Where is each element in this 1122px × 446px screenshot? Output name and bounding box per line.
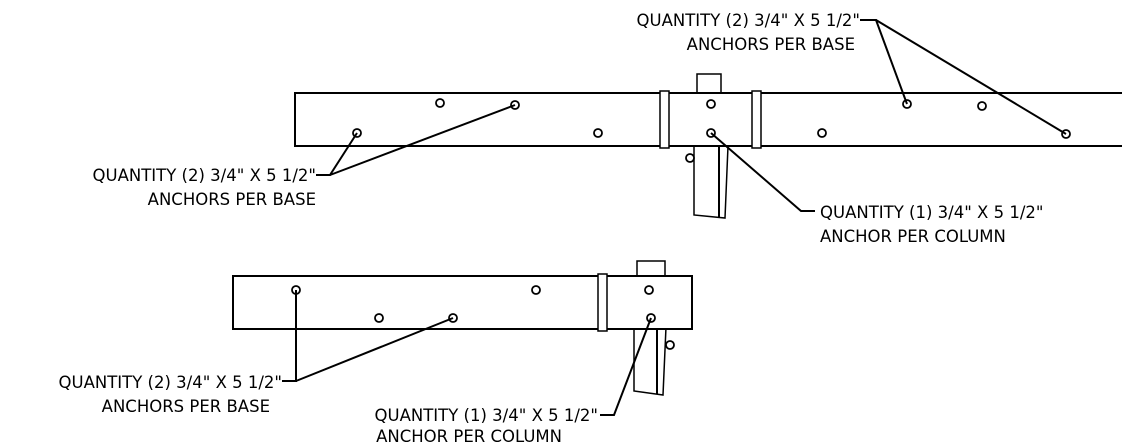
leader-lower-left-b (295, 317, 454, 382)
lower-base-beam (232, 275, 693, 330)
leader-lower-column (600, 317, 652, 416)
upper-column-top-tab (696, 73, 722, 95)
callout-lower-column-line1: QUANTITY (1) 3/4" X 5 1/2" (375, 406, 598, 425)
upper-assembly (294, 19, 1122, 219)
upper-holes (352, 98, 1071, 163)
callout-top-right-line2: ANCHORS PER BASE (687, 35, 855, 54)
callout-upper-left-line1: QUANTITY (2) 3/4" X 5 1/2" (93, 166, 316, 185)
callout-lower-left-line1: QUANTITY (2) 3/4" X 5 1/2" (59, 373, 282, 392)
callout-upper-left-line2: ANCHORS PER BASE (148, 190, 316, 209)
anchor-hole (531, 285, 541, 295)
leader-upper-column (710, 132, 815, 212)
upper-column-leg (693, 145, 729, 219)
leader-left-b (329, 104, 516, 176)
anchor-hole (817, 128, 827, 138)
leader-top-right-b (875, 19, 1067, 135)
callout-lower-column-line2: ANCHOR PER COLUMN (376, 427, 562, 446)
anchor-hole (435, 98, 445, 108)
lower-assembly (232, 260, 693, 416)
anchor-hole (685, 153, 695, 163)
callout-top-right-line1: QUANTITY (2) 3/4" X 5 1/2" (637, 11, 860, 30)
anchor-hole (665, 340, 675, 350)
lower-splice-plate (597, 273, 608, 332)
anchor-hole (644, 285, 654, 295)
callout-lower-left-line2: ANCHORS PER BASE (102, 397, 270, 416)
callout-upper-column-line2: ANCHOR PER COLUMN (820, 227, 1006, 246)
anchor-hole (593, 128, 603, 138)
lower-holes (291, 285, 675, 350)
lower-column-leg (633, 326, 667, 396)
anchor-hole (374, 313, 384, 323)
anchor-hole (706, 99, 716, 109)
upper-splice-plate-right (751, 90, 762, 149)
leader-top-right-a (860, 19, 908, 105)
callout-upper-column-line1: QUANTITY (1) 3/4" X 5 1/2" (820, 203, 1043, 222)
anchor-hole (977, 101, 987, 111)
lower-column-top-tab (636, 260, 666, 278)
upper-base-beam (294, 92, 1122, 147)
upper-splice-plate-left (659, 90, 670, 149)
